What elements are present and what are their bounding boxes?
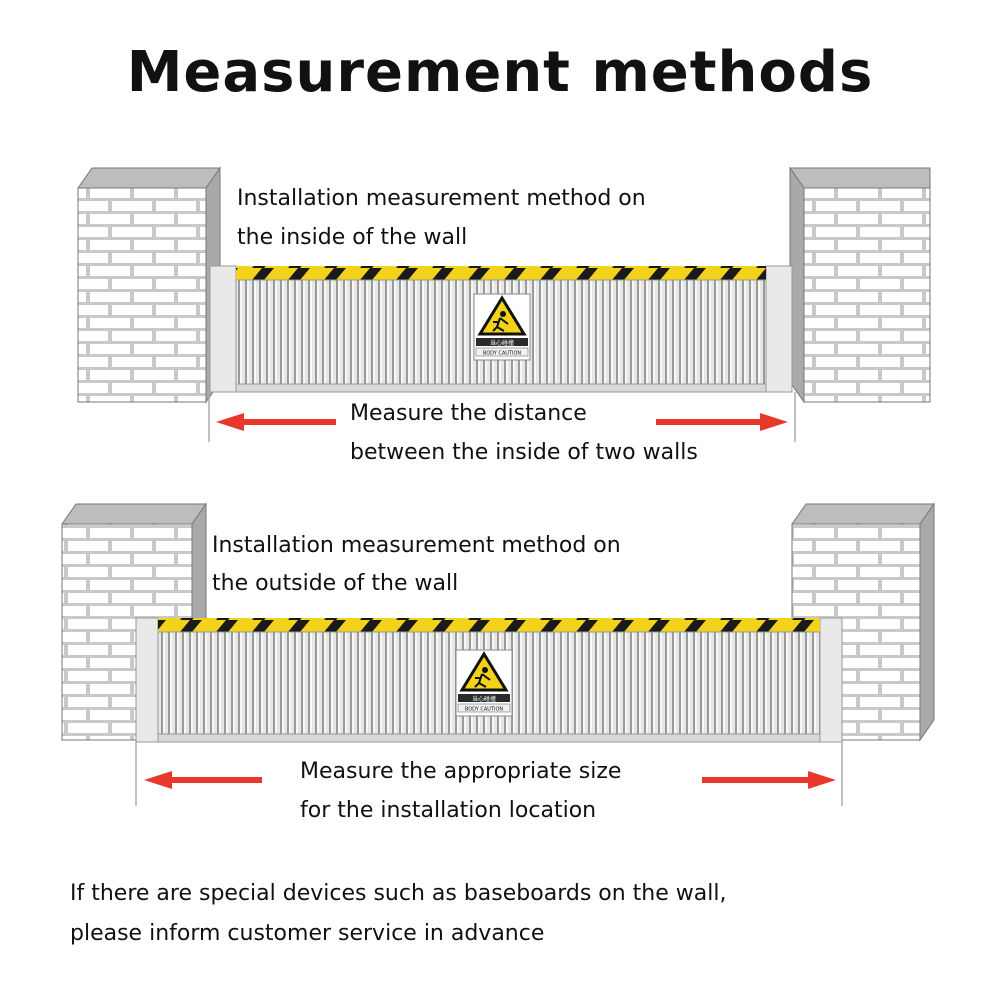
sign-text-english: BODY CAUTION	[465, 707, 504, 713]
outside-wall-illustration: 当心碰撞 BODY CAUTION	[61, 502, 935, 806]
measure-caption-line1: Measure the appropriate size	[300, 759, 622, 784]
hazard-stripe	[236, 266, 766, 280]
right-arrow-icon	[656, 413, 788, 431]
measure-caption-line2: for the installation location	[300, 798, 597, 823]
sign-text-chinese: 当心碰撞	[472, 695, 496, 703]
warning-sign: 当心碰撞 BODY CAUTION	[473, 293, 531, 361]
hazard-stripe	[158, 618, 820, 632]
footer-note-line1: If there are special devices such as bas…	[70, 881, 727, 906]
right-brick-pillar	[789, 166, 931, 404]
section-heading-line2: the inside of the wall	[237, 225, 468, 250]
footer-note-line2: please inform customer service in advanc…	[70, 921, 545, 946]
sign-text-chinese: 当心碰撞	[490, 339, 514, 347]
inside-wall-diagram: 当心碰撞 BODY CAUTION Installation measureme…	[0, 160, 1000, 470]
measure-caption-line1: Measure the distance	[350, 401, 587, 426]
section-heading-line2: the outside of the wall	[212, 571, 459, 596]
left-brick-pillar	[77, 166, 221, 404]
section-heading-line1: Installation measurement method on	[237, 186, 646, 211]
page-title: Measurement methods	[126, 40, 874, 105]
measure-caption-line2: between the inside of two walls	[350, 440, 698, 465]
inside-wall-illustration: 当心碰撞 BODY CAUTION	[77, 166, 931, 442]
warning-sign: 当心碰撞 BODY CAUTION	[455, 649, 513, 717]
left-arrow-icon	[216, 413, 336, 431]
right-arrow-icon	[702, 771, 836, 789]
sign-text-english: BODY CAUTION	[483, 351, 522, 357]
section-heading-line1: Installation measurement method on	[212, 533, 621, 558]
left-arrow-icon	[144, 771, 262, 789]
outside-wall-diagram: 当心碰撞 BODY CAUTION Installation measureme…	[0, 500, 1000, 830]
